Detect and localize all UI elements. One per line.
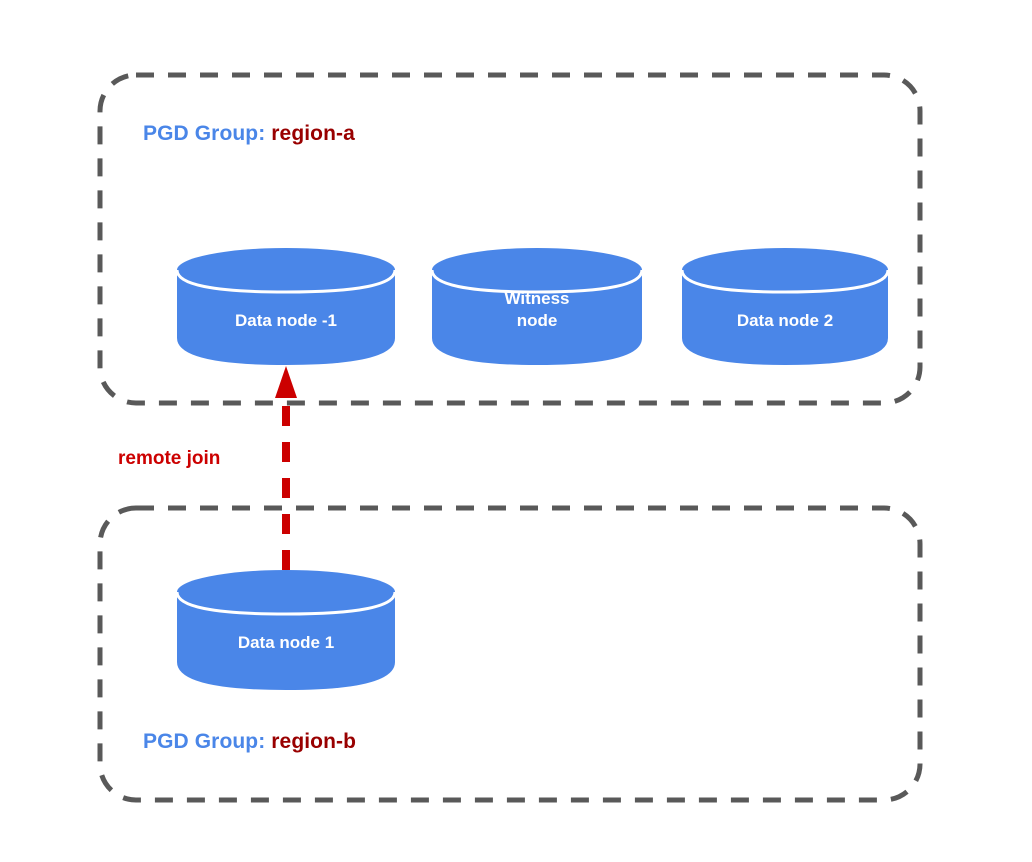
group-label-name: region-a <box>271 122 355 145</box>
group-label-prefix: PGD Group: <box>143 730 266 753</box>
cylinder-rim-line <box>175 269 397 294</box>
group-label-region-b: PGD Group: region-b <box>143 731 356 752</box>
cylinder-body <box>432 270 642 365</box>
cylinder-rim-line <box>430 269 644 294</box>
node-data-node-a2[interactable] <box>680 248 890 365</box>
connector-label-remote-join: remote join <box>118 448 221 469</box>
cylinder-body <box>177 592 395 690</box>
connector-remote-join[interactable] <box>275 366 297 570</box>
cylinder-body <box>682 270 888 365</box>
node-witness-node[interactable] <box>430 248 644 365</box>
group-label-name: region-b <box>271 730 357 753</box>
group-container-region-b[interactable] <box>97 505 923 803</box>
cylinder-top <box>432 248 642 292</box>
cylinder-top <box>682 248 888 292</box>
cylinder-top <box>177 570 395 614</box>
cylinder-top <box>177 248 395 292</box>
cylinder-body <box>177 270 395 365</box>
node-data-node-a1[interactable] <box>175 248 397 365</box>
group-container-region-a[interactable] <box>97 72 923 406</box>
arrowhead-icon <box>275 366 297 398</box>
cylinder-rim-line <box>175 591 397 616</box>
group-label-prefix: PGD Group: <box>143 122 266 145</box>
cylinder-rim-line <box>680 269 890 294</box>
group-label-region-a: PGD Group: region-a <box>143 123 355 144</box>
node-data-node-b1[interactable] <box>175 570 397 690</box>
